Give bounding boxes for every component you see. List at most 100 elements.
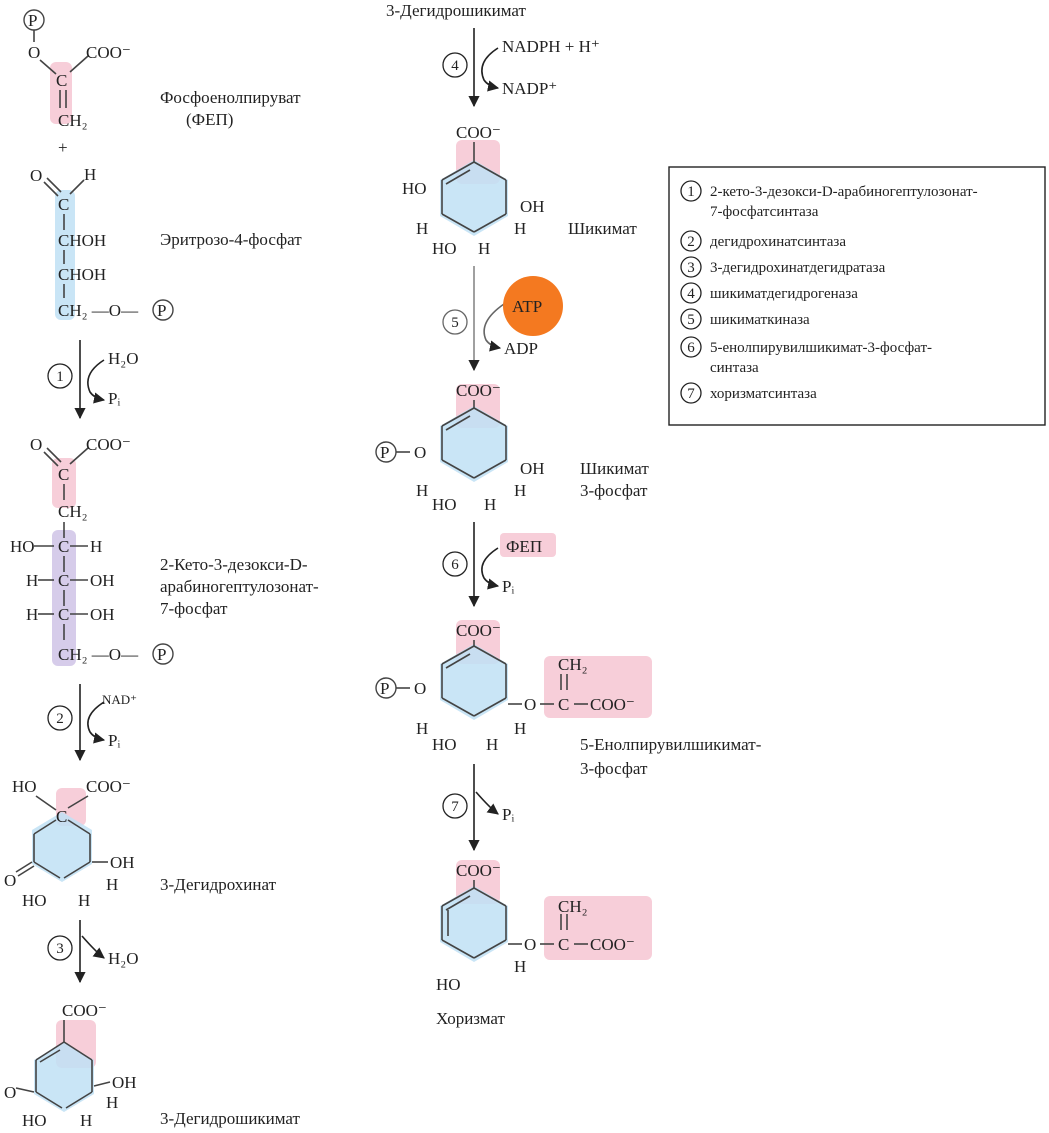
legend-enzyme-label: хоризматсинтаза xyxy=(710,386,817,402)
atom-o: O xyxy=(524,935,536,954)
atom-c: C xyxy=(558,695,569,714)
r1-output: Pᵢ xyxy=(108,389,120,408)
chorismate-structure: COO⁻ O C CH₂ COO⁻ HO H xyxy=(436,860,652,994)
ch2-o: CH₂ —O— xyxy=(58,301,139,320)
atom-h: H xyxy=(90,537,102,556)
legend-enzyme-label: 7-фосфатсинтаза xyxy=(710,204,819,220)
legend-enzyme-label: 2-кето-3-дезокси-D-арабиногептулозонат- xyxy=(710,184,978,200)
atom-oh: OH xyxy=(90,571,115,590)
step-5-number: 5 xyxy=(451,315,459,331)
plus-sign: + xyxy=(58,138,68,157)
dahp-highlight-pink xyxy=(52,458,76,508)
atom-h: H xyxy=(486,735,498,754)
atom-ho: HO xyxy=(432,495,457,514)
step-6: 6 ФЕП Pᵢ xyxy=(442,522,556,608)
shikimate-highlight-blue xyxy=(440,160,508,236)
r4-input: NADPH + H⁺ xyxy=(502,37,600,56)
atom-ho: HO xyxy=(402,179,427,198)
s3p-name-2: 3-фосфат xyxy=(580,481,648,500)
chorismate-enolpyruvyl-highlight xyxy=(544,896,652,960)
atom-c: C xyxy=(58,465,69,484)
legend-number-circle xyxy=(680,336,702,358)
atom-o: O xyxy=(414,443,426,462)
atom-oh: OH xyxy=(520,459,545,478)
legend-number-circle xyxy=(680,180,702,202)
atom-o: O xyxy=(4,1083,16,1102)
dahp-name-3: 7-фосфат xyxy=(160,599,228,618)
atom-h: H xyxy=(80,1111,92,1130)
atom-o: O xyxy=(28,43,40,62)
methylene: CH₂ xyxy=(558,655,588,674)
atom-h: H xyxy=(514,719,526,738)
atom-o: O xyxy=(414,679,426,698)
shikimate-structure: COO⁻ HO OH H H HO H xyxy=(402,123,545,258)
atom-o: O xyxy=(30,435,42,454)
step-5: 5 ATP ADP xyxy=(442,266,563,372)
dhs-bottom-structure: COO⁻ O OH H HO H xyxy=(4,1001,137,1130)
dahp-name-1: 2-Кето-3-дезокси-D- xyxy=(160,555,308,574)
pep-reagent-highlight xyxy=(500,533,556,557)
step-7: 7 Pᵢ xyxy=(442,764,514,852)
legend-number: 4 xyxy=(687,286,695,302)
step-1: 1 H₂O Pᵢ xyxy=(47,340,138,420)
step-4-number: 4 xyxy=(451,58,459,74)
atom-oh: OH xyxy=(112,1073,137,1092)
atom-h: H xyxy=(478,239,490,258)
step-3-number: 3 xyxy=(56,941,64,957)
chorismate-name: Хоризмат xyxy=(436,1009,506,1028)
atom-h: H xyxy=(514,957,526,976)
atom-ho: HO xyxy=(12,777,37,796)
legend-number: 7 xyxy=(687,386,695,402)
r1-input: H₂O xyxy=(108,349,138,368)
pep-abbrev: (ФЕП) xyxy=(186,110,233,129)
atom-h: H xyxy=(106,1093,118,1112)
atom-c: C xyxy=(558,935,569,954)
atom-ho: HO xyxy=(432,239,457,258)
legend-enzyme-label: 3-дегидрохинатдегидратаза xyxy=(710,260,886,276)
step-4: 4 NADPH + H⁺ NADP⁺ xyxy=(442,28,600,108)
legend-number-circle xyxy=(680,382,702,404)
phosphate-label: P xyxy=(380,679,389,698)
legend-box xyxy=(668,166,1046,426)
r3-output: H₂O xyxy=(108,949,138,968)
chOH-2: CHOH xyxy=(58,265,106,284)
legend-number: 2 xyxy=(687,234,695,250)
pep-highlight xyxy=(50,62,72,124)
dhs-bottom-name: 3-Дегидрошикимат xyxy=(160,1109,301,1128)
legend-number: 3 xyxy=(687,260,695,276)
phosphate-label: P xyxy=(28,11,37,30)
step-1-number: 1 xyxy=(56,369,64,385)
carboxylate-2: COO⁻ xyxy=(590,695,635,714)
dhs-highlight-blue xyxy=(34,1042,94,1112)
epsp-structure: COO⁻ P O O C CH₂ COO⁻ H H HO H xyxy=(375,620,652,754)
phosphate-circle xyxy=(152,299,174,321)
phosphate-label: P xyxy=(380,443,389,462)
step-7-number: 7 xyxy=(451,799,459,815)
dhq-name: 3-Дегидрохинат xyxy=(160,875,277,894)
methylene: CH₂ xyxy=(558,897,588,916)
legend-enzyme-label: шикиматдегидрогеназа xyxy=(710,286,858,302)
dhq-structure: HO COO⁻ C O OH H HO H xyxy=(4,777,135,910)
atom-h: H xyxy=(78,891,90,910)
pep-name: Фосфоенолпируват xyxy=(160,88,301,107)
pep-structure: P O C COO⁻ CH₂ xyxy=(23,9,131,130)
e4p-structure: O H C CHOH CHOH CH₂ —O— P xyxy=(30,165,174,321)
legend-number: 6 xyxy=(687,340,695,356)
carboxylate: COO⁻ xyxy=(456,621,501,640)
step-3: 3 H₂O xyxy=(47,920,138,984)
atom-oh: OH xyxy=(110,853,135,872)
atom-o: O xyxy=(30,166,42,185)
methylene: CH₂ xyxy=(58,502,88,521)
atom-ho: HO xyxy=(10,537,35,556)
carboxylate: COO⁻ xyxy=(86,777,131,796)
epsp-name-2: 3-фосфат xyxy=(580,759,648,778)
atom-h: H xyxy=(514,219,526,238)
step-2-number: 2 xyxy=(56,711,64,727)
legend-number-circle xyxy=(680,282,702,304)
r5-output: ADP xyxy=(504,339,538,358)
r6-output: Pᵢ xyxy=(502,577,514,596)
r5-input: ATP xyxy=(512,297,542,316)
e4p-name: Эритрозо-4-фосфат xyxy=(160,230,302,249)
atom-c: C xyxy=(56,71,67,90)
